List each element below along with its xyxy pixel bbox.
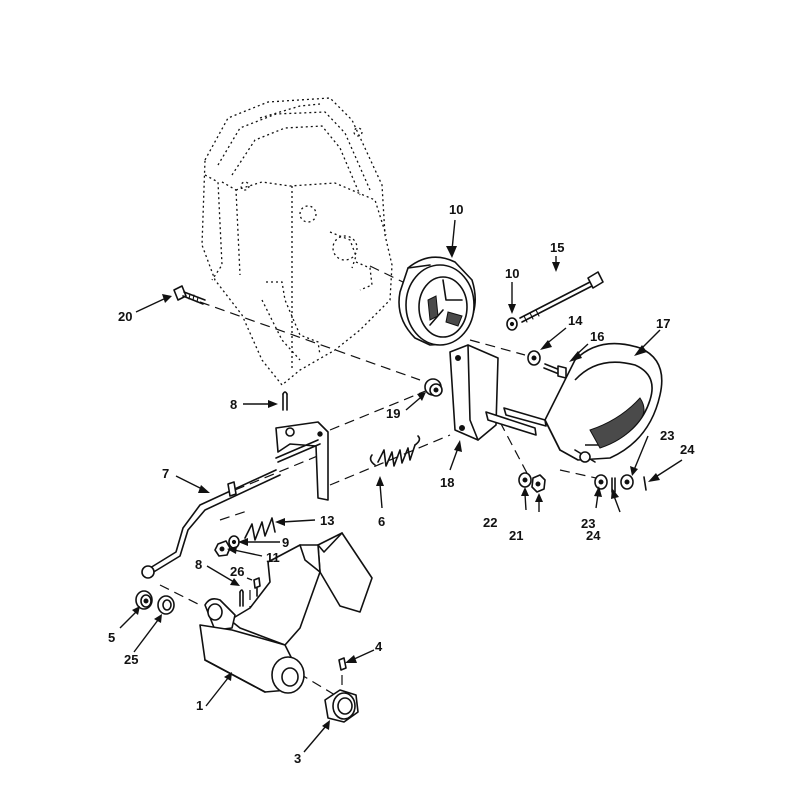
bolt-15 [519,271,604,323]
spring-11 [244,517,276,541]
callout-17: 17 [656,316,670,331]
callout-25: 25 [124,652,138,667]
spacer-19 [424,378,443,397]
fitting-26 [253,577,261,597]
washer-25 [157,595,175,615]
callout-labels: 10 15 10 14 16 17 20 8 19 18 6 7 13 9 11… [108,202,695,766]
washer-23-upper [620,474,634,490]
callout-24-upper: 24 [680,442,695,457]
callout-26: 26 [230,564,244,579]
callout-3: 3 [294,751,301,766]
callout-9: 11 [266,550,280,565]
callout-6: 6 [378,514,385,529]
pin-8-lower [239,589,244,607]
callout-19: 19 [386,406,400,421]
callout-1: 1 [196,698,203,713]
washer-14 [527,350,541,366]
callout-10-lower: 9 [282,535,289,550]
washer-10-lower [228,535,240,549]
leader-arrows [119,219,683,753]
pedal-lever-1 [199,532,373,694]
bushing-5 [135,590,153,610]
callout-18: 18 [440,475,454,490]
callout-24-lower: 24 [586,528,601,543]
callout-14: 14 [568,313,583,328]
spring-6 [369,435,421,467]
bracket-18 [449,344,547,441]
pulley-13 [398,256,476,346]
link-rod-7 [141,439,321,579]
washer-10-upper [506,317,518,331]
washer-23-lower [594,474,608,490]
callout-4: 4 [375,639,383,654]
callout-15: 15 [550,240,564,255]
callout-21: 21 [509,528,523,543]
engine-phantom-outline [201,97,393,386]
callout-20: 20 [118,309,132,324]
callout-22: 22 [483,515,497,530]
nut-21 [531,474,546,493]
callout-8-lower: 8 [195,557,202,572]
bolt-20 [173,285,206,305]
pin-24-upper [643,476,647,491]
callout-23-lower: 23 [581,516,595,531]
pin-8-upper [282,391,288,411]
callout-16: 16 [590,329,604,344]
nut-9 [214,540,231,557]
callout-5: 5 [108,630,115,645]
lever-plate [275,421,329,501]
callout-11: 13 [320,513,334,528]
callout-10-upper: 10 [505,266,519,281]
washer-22 [518,472,532,488]
fitting-4 [338,657,347,671]
callout-7: 7 [162,466,169,481]
brake-band-17 [544,342,663,463]
callout-13: 10 [449,202,463,217]
callout-23-upper: 23 [660,428,674,443]
bushing-3 [324,689,359,723]
callout-8-upper: 8 [230,397,237,412]
bolt-16 [543,363,567,379]
